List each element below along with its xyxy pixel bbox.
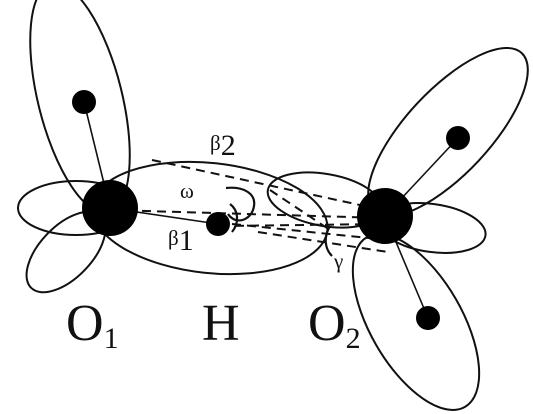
omega-label: ω [180,179,194,203]
gamma-label: γ [333,249,343,273]
h-label: H [202,295,240,352]
beta2-label: β2 [210,129,236,162]
beta2-dashed-line [151,159,384,211]
o2-label: O2 [308,295,361,355]
gamma-dashed-line-1 [231,223,389,241]
dashed-lines [111,159,389,253]
o1-o2-dashed-line [111,209,384,219]
h-atom [206,212,230,236]
h-o2-dashed-line [219,223,384,227]
o2-lower-h-atom [416,306,440,330]
beta1-label: β1 [168,224,194,257]
o2-upper-h-atom [446,126,470,150]
o1-lobes [17,0,329,294]
beta1-arc [229,203,239,233]
gamma-dashed-line-2 [257,231,389,253]
o1-atom [82,180,138,236]
o1-upper-h-atom [72,90,96,114]
lone-pair-axis-dashed-line [269,189,331,231]
o1-label: O1 [66,295,119,355]
o2-lower-lobe [351,233,481,411]
gamma-arc [324,225,333,257]
o2-atom [357,188,413,244]
